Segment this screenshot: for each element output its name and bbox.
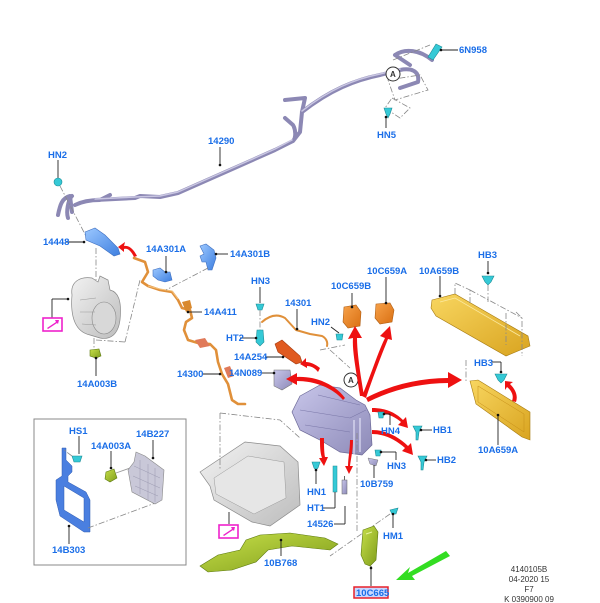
label-14N089[interactable]: 14N089: [229, 368, 262, 379]
drawing-number: 4140105B: [511, 565, 547, 574]
label-HN4[interactable]: HN4: [381, 426, 401, 437]
clip-6N958[interactable]: [427, 43, 443, 61]
label-14A301B[interactable]: 14A301B: [230, 249, 270, 260]
part-14526[interactable]: [341, 476, 348, 495]
label-HN5[interactable]: HN5: [377, 130, 397, 141]
part-14B227[interactable]: [127, 451, 165, 505]
label-HT2[interactable]: HT2: [226, 333, 244, 344]
part-10B768[interactable]: [199, 532, 339, 573]
clip-HN3-top[interactable]: [255, 303, 265, 311]
harness-14301[interactable]: [261, 314, 329, 347]
drawing-ref: K 0390900 09: [504, 595, 554, 603]
label-14A411[interactable]: 14A411: [204, 307, 237, 318]
label-14A254[interactable]: 14A254: [234, 352, 268, 363]
part-10B759[interactable]: [367, 457, 379, 467]
part-battery-assembly[interactable]: [291, 384, 373, 456]
part-14A301A[interactable]: [152, 267, 173, 283]
part-14A254[interactable]: [274, 339, 303, 365]
harness-14290[interactable]: [56, 48, 434, 220]
clip-HB1[interactable]: [412, 425, 423, 441]
label-10B768[interactable]: 10B768: [264, 558, 297, 569]
clip-HB2[interactable]: [417, 455, 428, 471]
part-14B303[interactable]: [55, 447, 91, 533]
label-14301[interactable]: 14301: [285, 298, 312, 309]
label-HM1[interactable]: HM1: [383, 531, 404, 542]
label-10A659B[interactable]: 10A659B: [419, 266, 459, 277]
clip-HM1[interactable]: [389, 507, 399, 515]
part-battery-tray[interactable]: [199, 441, 301, 527]
part-compressor[interactable]: [71, 275, 121, 339]
connector-outline-top: [384, 44, 431, 119]
label-14A003A[interactable]: 14A003A: [91, 441, 131, 452]
drawing-code: F7: [524, 585, 534, 594]
clip-HN2-mid[interactable]: [335, 333, 344, 341]
label-14448[interactable]: 14448: [43, 237, 69, 248]
clip-HT2[interactable]: [255, 329, 265, 347]
part-10C659A[interactable]: [374, 302, 395, 325]
label-14300[interactable]: 14300: [177, 369, 203, 380]
label-HB2[interactable]: HB2: [437, 455, 456, 466]
part-10A659A[interactable]: [469, 379, 531, 441]
highlight-10C665[interactable]: 10C665: [353, 586, 390, 599]
clip-HN3-low[interactable]: [374, 449, 382, 457]
label-HN3-top[interactable]: HN3: [251, 276, 270, 287]
label-14A003B[interactable]: 14A003B: [77, 379, 117, 390]
label-10A659A[interactable]: 10A659A: [478, 445, 518, 456]
clip-HN4[interactable]: [377, 411, 385, 419]
tool-reference-icon[interactable]: [42, 317, 63, 332]
clip-HN2-top[interactable]: [53, 177, 63, 187]
label-HN2-top[interactable]: HN2: [48, 150, 67, 161]
label-HN3-low[interactable]: HN3: [387, 461, 406, 472]
part-14448[interactable]: [84, 227, 121, 257]
part-14A003B[interactable]: [89, 348, 102, 359]
part-14N089[interactable]: [273, 369, 293, 391]
label-HB3-mid[interactable]: HB3: [474, 358, 493, 369]
clip-HN1[interactable]: [311, 461, 321, 471]
part-10C659B[interactable]: [342, 304, 362, 329]
drawing-reference: 4140105B 04-2020 15 F7 K 0390900 09: [504, 565, 554, 603]
label-14526[interactable]: 14526: [307, 519, 333, 530]
reference-marker-a-top-text: A: [390, 70, 396, 79]
label-HN1[interactable]: HN1: [307, 487, 327, 498]
clip-HB3-top[interactable]: [481, 275, 495, 286]
direction-arrow: [118, 242, 137, 257]
clip-HB3-mid[interactable]: [494, 373, 508, 384]
removal-arrows: [286, 326, 462, 474]
green-pointer-arrow: [396, 551, 450, 580]
clip-HT1[interactable]: [332, 465, 338, 493]
label-HN2-mid[interactable]: HN2: [311, 317, 330, 328]
label-HB3-top[interactable]: HB3: [478, 250, 497, 261]
label-HS1[interactable]: HS1: [69, 426, 88, 437]
label-14290[interactable]: 14290: [208, 136, 234, 147]
part-14A003A[interactable]: [104, 468, 118, 483]
label-14B227[interactable]: 14B227: [136, 429, 169, 440]
label-HB1[interactable]: HB1: [433, 425, 453, 436]
label-10C665[interactable]: 10C665: [356, 588, 390, 599]
label-HT1[interactable]: HT1: [307, 503, 326, 514]
label-6N958[interactable]: 6N958: [459, 45, 487, 56]
tool-reference-icon[interactable]: [218, 524, 239, 539]
clip-HN5[interactable]: [383, 107, 393, 119]
label-10B759[interactable]: 10B759: [360, 479, 393, 490]
reference-marker-a-main-text: A: [348, 376, 354, 385]
label-14A301A[interactable]: 14A301A: [146, 244, 186, 255]
label-14B303[interactable]: 14B303: [52, 545, 85, 556]
label-10C659A[interactable]: 10C659A: [367, 266, 407, 277]
part-10A659B[interactable]: [430, 293, 531, 357]
part-14A301B[interactable]: [199, 243, 217, 271]
label-10C659B[interactable]: 10C659B: [331, 281, 371, 292]
harness-14A411[interactable]: [132, 256, 247, 406]
reference-marker-a-top: [385, 66, 401, 82]
part-10C665[interactable]: [360, 525, 379, 567]
clip-HS1[interactable]: [71, 455, 83, 463]
direction-arrow: [505, 381, 517, 402]
drawing-date: 04-2020 15: [509, 575, 550, 584]
